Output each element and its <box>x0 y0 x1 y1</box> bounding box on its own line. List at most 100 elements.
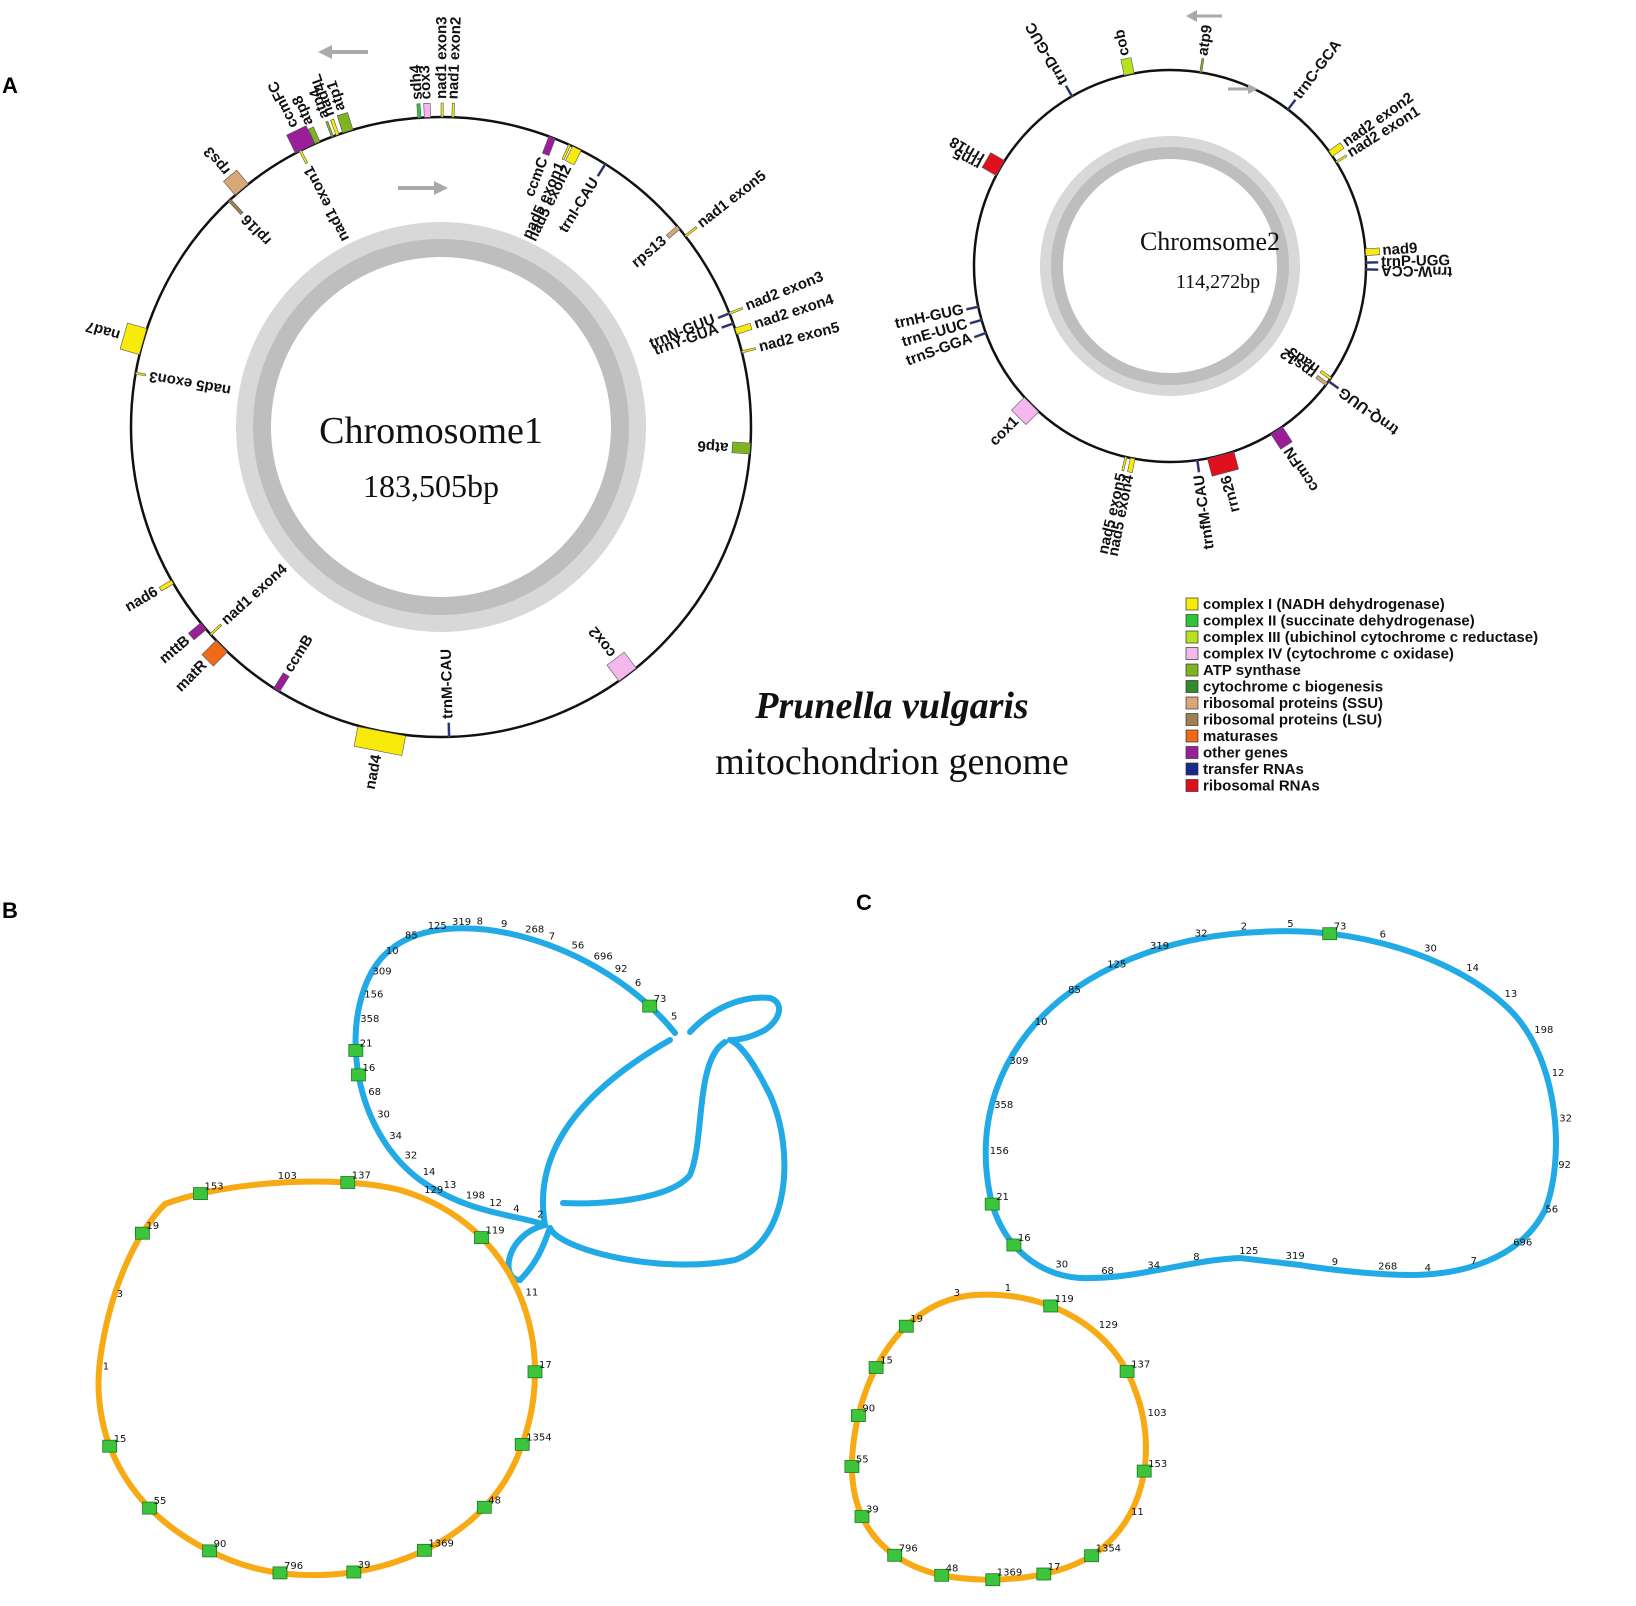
panel-label-b: B <box>2 898 18 923</box>
c1-gene-label-cox2: cox2 <box>585 623 619 661</box>
c1-gene-cox3 <box>423 102 432 118</box>
graph-c-orange-node-marker-1354-7 <box>1084 1549 1099 1563</box>
c1-gene-atp4 <box>325 120 334 138</box>
graph-c-blue-node-14-4: 14 <box>1466 963 1479 974</box>
chromosome1-center <box>271 257 611 597</box>
graph-c-orange-node-137-3: 137 <box>1119 1359 1150 1378</box>
legend-label-complex-iii-ubichinol-cytochrome-c-reductase: complex III (ubichinol cytochrome c redu… <box>1203 629 1538 646</box>
c1-gene-block-nad2-exon5 <box>741 347 756 354</box>
graph-c-orange-node-marker-153-5 <box>1136 1464 1152 1478</box>
c1-gene-block-trnm-cau <box>447 722 451 738</box>
graph-c-blue-node-label-6-2: 6 <box>1380 930 1386 941</box>
graph-b-blue-node-12-26: 12 <box>489 1198 502 1209</box>
graph-b-orange-node-label-1354-7: 1354 <box>526 1432 551 1443</box>
c1-gene-block-nad4l <box>330 118 340 136</box>
graph-b-blue-node-label-9-8: 9 <box>501 919 507 930</box>
graph-c-orange-node-19-16: 19 <box>898 1314 923 1333</box>
c2-gene-label-cox1: cox1 <box>986 413 1022 449</box>
graph-c-blue-node-30-21: 30 <box>1055 1260 1068 1271</box>
graph-b-blue-node-marker-16-18 <box>351 1068 366 1082</box>
c1-gene-block-trni-cau <box>596 163 607 177</box>
graph-b-blue-node-358-16: 358 <box>360 1014 379 1025</box>
c2-gene-label-nad9: nad9 <box>1382 240 1418 259</box>
graph-b-nodes: 5736926965672689831912585103091563582116… <box>102 917 677 1580</box>
graph-b-orange-node-48-8: 48 <box>476 1495 501 1514</box>
graph-c-orange-node-marker-15-15 <box>868 1361 884 1374</box>
graph-b-blue-node-85-12: 85 <box>405 930 418 941</box>
graph-b-blue-node-label-85-12: 85 <box>405 930 418 941</box>
graph-c-blue-node-label-21-23: 21 <box>996 1192 1009 1203</box>
panel-label-a: A <box>2 73 18 98</box>
graph-b-orange-node-55-13: 55 <box>142 1496 166 1515</box>
graph-c-blue-node-label-2-32: 2 <box>1241 922 1247 933</box>
graph-c-blue-node-label-13-5: 13 <box>1505 989 1518 1000</box>
c2-gene-label-cob: cob <box>1111 28 1133 58</box>
graph-b-orange-node-marker-90-12 <box>202 1544 218 1558</box>
legend-swatch-complex-i-nadh-dehydrogenase <box>1185 597 1199 611</box>
c1-gene-label-nad1-exon5: nad1 exon5 <box>694 167 770 231</box>
graph-c-blue-node-label-125-29: 125 <box>1107 960 1126 971</box>
c1-gene-block-trny-gua <box>721 322 734 329</box>
graph-b-edge-outer-loop <box>352 925 678 1228</box>
c1-gene-block-atp8 <box>308 126 321 145</box>
graph-c-blue-node-label-7-12: 7 <box>1471 1256 1477 1267</box>
c1-gene-nad5-exon3 <box>135 371 147 377</box>
c1-gene-trnm-cau <box>447 722 451 738</box>
chromosome2-name: Chromsome2 <box>1140 227 1280 256</box>
graph-b-orange-node-label-153-0: 153 <box>205 1182 224 1193</box>
graph-b-orange-node-129-3: 129 <box>424 1185 443 1196</box>
c1-gene-label-ccmb: ccmB <box>281 632 317 676</box>
graph-b-blue-node-92-3: 92 <box>615 964 628 975</box>
graph-b-blue-node-4-27: 4 <box>513 1204 519 1215</box>
graph-b-blue-node-21-17: 21 <box>348 1038 373 1057</box>
graph-b-blue-node-label-6-2: 6 <box>635 978 641 989</box>
c1-gene-block-atp4 <box>325 120 334 138</box>
c2-gene-block-trnp-ugg <box>1365 261 1379 264</box>
c1-gene-block-atp1 <box>336 112 354 134</box>
legend-label-complex-ii-succinate-dehydrogenase: complex II (succinate dehydrogenase) <box>1203 613 1475 630</box>
graph-b-orange-node-marker-1354-7 <box>514 1438 530 1451</box>
c1-gene-block-nad1-exon5 <box>684 226 698 238</box>
graph-b-blue-node-2-28: 2 <box>537 1209 543 1220</box>
c2-gene-block-rrn18 <box>981 152 1005 176</box>
c2-gene-cob <box>1120 57 1135 76</box>
c1-gene-block-nad1-exon1 <box>298 149 309 165</box>
c2-gene-block-nad5-exon4 <box>1127 457 1136 473</box>
c2-gene-block-ccmfn <box>1270 426 1293 450</box>
graph-b-blue-node-16-18: 16 <box>351 1063 375 1082</box>
c1-gene-block-nad5-exon3 <box>135 371 147 377</box>
graph-b-orange-node-39-10: 39 <box>346 1560 371 1579</box>
graph-c-orange-node-39-12: 39 <box>854 1505 879 1523</box>
graph-c-blue-node-319-16: 319 <box>1286 1251 1305 1262</box>
c1-gene-nad4 <box>353 726 407 756</box>
graph-b-blue-node-label-73-1: 73 <box>654 994 667 1005</box>
c1-gene-block-nad1-exon3 <box>440 102 444 118</box>
graph-b-edge-top-loop <box>687 994 782 1043</box>
graph-b-blue-node-6-2: 6 <box>635 978 641 989</box>
graph-c-blue-node-85-28: 85 <box>1068 985 1081 996</box>
graph-b-blue-node-198-25: 198 <box>466 1190 485 1201</box>
graph-b-orange-node-label-90-12: 90 <box>214 1539 227 1550</box>
chromosome2-backbone <box>972 68 1368 464</box>
graph-b-orange-node-1369-9: 1369 <box>416 1538 454 1557</box>
graph-c-blue-node-label-8-18: 8 <box>1193 1252 1199 1263</box>
legend-swatch-complex-iii-ubichinol-cytochrome-c-reductase <box>1185 630 1199 644</box>
graph-b-orange-node-90-12: 90 <box>202 1539 227 1558</box>
graph-b-orange-node-label-129-3: 129 <box>424 1185 443 1196</box>
graph-b-blue-node-label-5-0: 5 <box>671 1012 677 1023</box>
graph-c-orange-node-55-13: 55 <box>844 1455 869 1473</box>
graph-b-blue-node-56-5: 56 <box>572 941 585 952</box>
c2-gene-nad5-exon4 <box>1127 457 1136 473</box>
graph-c-blue-node-68-20: 68 <box>1101 1266 1114 1277</box>
graph-c-orange-node-1-0: 1 <box>1005 1283 1011 1294</box>
graph-c-blue-node-5-0: 5 <box>1287 919 1293 930</box>
graph-b-blue-node-marker-21-17 <box>348 1044 364 1057</box>
graph-c-orange-node-label-137-3: 137 <box>1131 1359 1150 1370</box>
c1-gene-block-matr <box>201 640 228 667</box>
graph-b-blue-node-label-268-7: 268 <box>525 924 544 935</box>
graph-b-blue-node-8-9: 8 <box>477 917 483 928</box>
graph-b-blue-node-label-92-3: 92 <box>615 964 628 975</box>
graph-b-orange-node-marker-153-0 <box>193 1187 208 1200</box>
c2-gene-block-trns-gga <box>973 331 987 339</box>
